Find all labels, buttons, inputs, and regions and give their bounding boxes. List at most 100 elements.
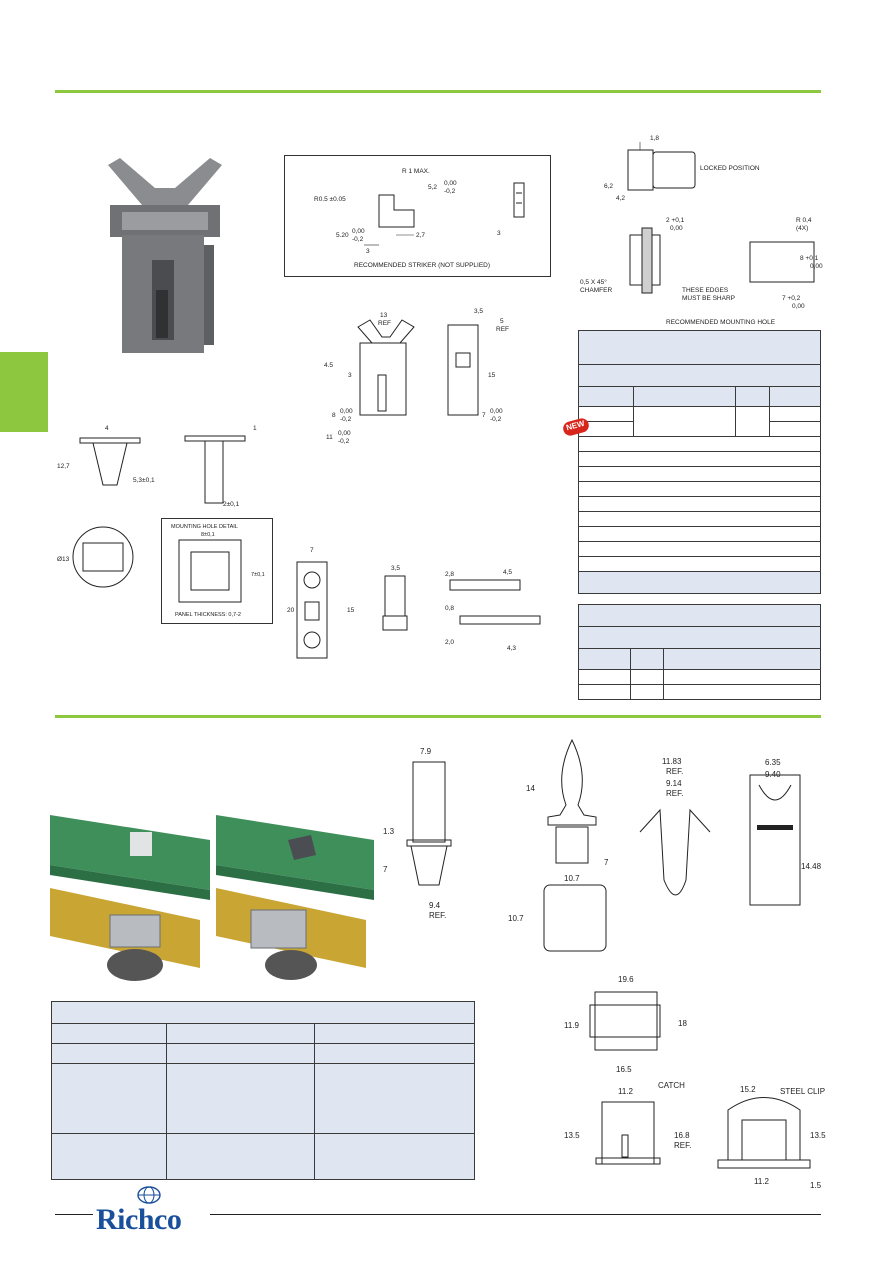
small-dim: 4,5 xyxy=(503,569,512,576)
post-dim: 9.4 xyxy=(429,901,441,910)
hole-label: 2 +0,1 xyxy=(666,217,685,224)
hole-label: MUST BE SHARP xyxy=(682,295,735,302)
striker-label: 5,2 xyxy=(428,184,437,191)
clip-dim: 1 xyxy=(253,425,257,432)
small-dim: 2,8 xyxy=(445,571,454,578)
latch-dim: -0,2 xyxy=(490,416,502,423)
locked-position-drawing: 1,8 6,2 4,2 LOCKED POSITION xyxy=(604,135,760,202)
locked-label: 4,2 xyxy=(616,195,625,202)
mount-detail-title: MOUNTING HOLE DETAIL xyxy=(171,524,238,530)
catch-label: CATCH xyxy=(658,1081,685,1090)
steelclip-dim: 15.2 xyxy=(740,1085,756,1094)
brand-logo: Richco xyxy=(96,1203,182,1236)
clip-dim: Ø13 xyxy=(57,556,70,563)
catch-dim: 13.5 xyxy=(564,1131,580,1140)
latch-dim: -0,2 xyxy=(340,416,352,423)
hole-label: 0,00 xyxy=(670,225,683,232)
striker-drawing xyxy=(284,155,551,277)
catch-drawing: 11.2 CATCH 13.5 xyxy=(564,1081,685,1165)
spring-dim: REF. xyxy=(666,789,683,798)
catch-dim: 11.2 xyxy=(618,1087,634,1096)
bulb-dim: 10.7 xyxy=(508,914,524,923)
spring-dim: REF. xyxy=(666,767,683,776)
frame-drawing: 19.6 11.9 18 16.5 xyxy=(564,975,687,1074)
locked-label: 1,8 xyxy=(650,135,659,142)
small-part-drawing: 7 20 15 3,5 4,5 2,8 0,8 4,3 2,0 xyxy=(287,547,541,659)
spec-table-1 xyxy=(578,330,821,594)
striker-label: 0,00 xyxy=(352,228,365,235)
striker-label: 0,00 xyxy=(444,180,457,187)
steelclip-dim: 1.5 xyxy=(810,1181,822,1190)
mount-detail-footer: PANEL THICKNESS: 0,7-2 xyxy=(175,612,241,618)
latch-dim: 3,5 xyxy=(474,308,483,315)
spec-table-2 xyxy=(578,603,821,701)
side-dim: 14.48 xyxy=(801,862,822,871)
latch-dim: 7 xyxy=(482,412,486,419)
clip-dim: 4 xyxy=(105,425,109,432)
post-dim: 1.3 xyxy=(383,827,395,836)
spring-dim: 11.83 xyxy=(662,757,682,766)
hole-label: (4X) xyxy=(796,225,808,232)
frame-dim: 19.6 xyxy=(618,975,634,984)
bulb-drawing: 14 7 10.7 10.7 xyxy=(508,738,609,952)
top-rule xyxy=(55,90,821,93)
locked-caption: LOCKED POSITION xyxy=(700,165,760,172)
hole-label: 7 +0,2 xyxy=(782,295,801,302)
steelclip-dim: 16.8 xyxy=(674,1131,690,1140)
assembly-photo-1 xyxy=(50,815,210,981)
hole-label: 0,00 xyxy=(792,303,805,310)
latch-dim: 13 xyxy=(380,312,388,319)
latch-dim: 4.5 xyxy=(324,362,333,369)
frame-dim: 16.5 xyxy=(616,1065,632,1074)
clip-drawing: 4 12,7 5,3±0,1 1 2±0,1 xyxy=(57,425,257,508)
small-dim: 3,5 xyxy=(391,565,400,572)
frame-dim: 11.9 xyxy=(564,1021,580,1030)
striker-label: R0.5 ±0.05 xyxy=(314,196,346,203)
clip-dim: 12,7 xyxy=(57,463,70,470)
spring-drawing: 11.83 REF. 9.14 REF. xyxy=(639,757,711,896)
spec-table-3 xyxy=(51,1001,475,1180)
latch-dim: 0,00 xyxy=(340,408,353,415)
latch-dim: 0,00 xyxy=(490,408,503,415)
striker-label: R 1 MAX. xyxy=(402,168,430,175)
middle-rule xyxy=(55,715,821,718)
side-view-drawing: 6.35 9.40 14.48 xyxy=(749,758,822,906)
latch-dim: 5 xyxy=(500,318,504,325)
locked-label: 6,2 xyxy=(604,183,613,190)
footer-line xyxy=(55,1214,93,1215)
globe-icon xyxy=(137,1186,161,1204)
latch-dim: 11 xyxy=(326,434,333,441)
hole-label: 0,00 xyxy=(810,263,823,270)
steel-clip-drawing: 15.2 STEEL CLIP 16.8 REF. 13.5 11.2 1.5 xyxy=(674,1085,826,1190)
frame-dim: 18 xyxy=(678,1019,687,1028)
footer-line xyxy=(210,1214,821,1215)
mount-detail-dim: 7±0,1 xyxy=(251,572,265,578)
assembly-photo-2 xyxy=(216,815,374,980)
bulb-dim: 10.7 xyxy=(564,874,580,883)
steelclip-label: STEEL CLIP xyxy=(780,1087,825,1096)
clip-dim: 5,3±0,1 xyxy=(133,477,155,484)
small-dim: 2,0 xyxy=(445,639,454,646)
small-dim: 20 xyxy=(287,607,295,614)
striker-label: 3 xyxy=(497,230,501,237)
side-dim: 9.40 xyxy=(765,770,781,779)
spring-dim: 9.14 xyxy=(666,779,682,788)
steelclip-dim: 13.5 xyxy=(810,1131,826,1140)
side-dim: 6.35 xyxy=(765,758,781,767)
mounting-hole-drawing: 2 +0,1 0,00 0,5 X 45° CHAMFER THESE EDGE… xyxy=(580,217,823,326)
striker-caption: RECOMMENDED STRIKER (NOT SUPPLIED) xyxy=(354,262,490,269)
hole-label: THESE EDGES xyxy=(682,287,729,294)
latch-dim: 3 xyxy=(348,372,352,379)
small-dim: 0,8 xyxy=(445,605,454,612)
striker-label: -0,2 xyxy=(444,188,456,195)
steelclip-dim: 11.2 xyxy=(754,1177,770,1186)
clip-top-view: Ø13 xyxy=(57,526,134,588)
section-tab xyxy=(0,352,48,432)
small-dim: 4,3 xyxy=(507,645,516,652)
latch-dim: 8 xyxy=(332,412,336,419)
mount-detail-svg: MOUNTING HOLE DETAIL 8±0,1 7±0,1 PANEL T… xyxy=(171,524,265,618)
latch-dim: REF xyxy=(496,326,509,333)
striker-label: -0,2 xyxy=(352,236,364,243)
striker-label: 5.20 xyxy=(336,232,349,239)
latch-product-photo xyxy=(108,158,222,353)
